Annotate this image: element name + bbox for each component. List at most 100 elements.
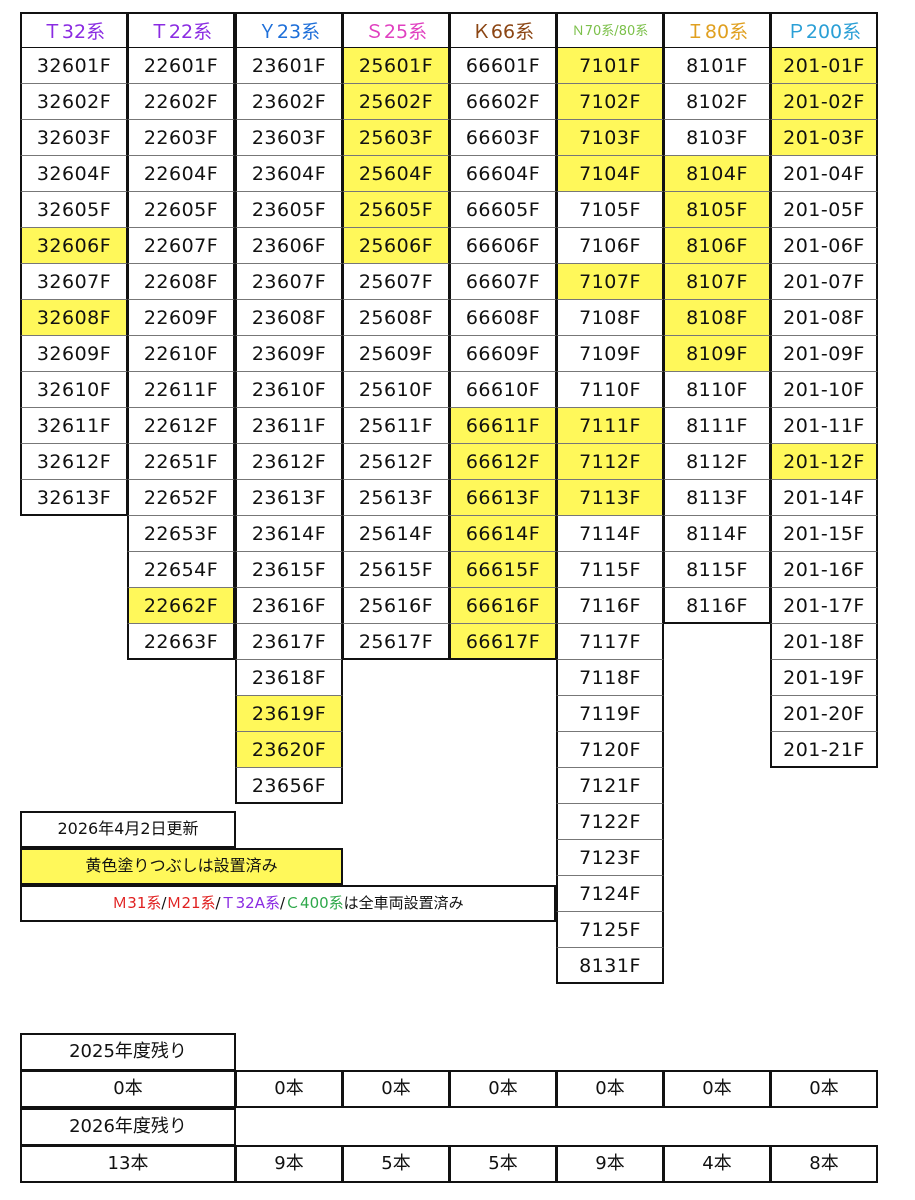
formation-cell: 66606F	[449, 228, 557, 264]
formation-cell: 23608F	[235, 300, 343, 336]
formation-cell: 8110F	[663, 372, 771, 408]
all-installed-segment: Ｍ31系	[112, 894, 162, 912]
remaining-count-cell: 0本	[235, 1070, 343, 1108]
formation-cell: 32607F	[20, 264, 128, 300]
formation-cell: 7124F	[556, 876, 664, 912]
remaining-count-cell: 0本	[556, 1070, 664, 1108]
formation-cell: 66608F	[449, 300, 557, 336]
series-header: Ｔ22系	[127, 12, 235, 48]
formation-cell: 8104F	[663, 156, 771, 192]
formation-cell: 8113F	[663, 480, 771, 516]
series-header: Ｐ200系	[770, 12, 878, 48]
all-installed-segment: /	[279, 894, 286, 912]
formation-cell: 66601F	[449, 48, 557, 84]
formation-cell: 22604F	[127, 156, 235, 192]
fy2025-label-text: 2025年度残り	[69, 1041, 187, 1062]
formation-cell: 32605F	[20, 192, 128, 228]
formation-cell: 25615F	[342, 552, 450, 588]
formation-cell: 22653F	[127, 516, 235, 552]
formation-cell: 23614F	[235, 516, 343, 552]
formation-cell: 8107F	[663, 264, 771, 300]
formation-cell: 25616F	[342, 588, 450, 624]
formation-cell: 25603F	[342, 120, 450, 156]
formation-cell: 23618F	[235, 660, 343, 696]
remaining-count-cell: 0本	[663, 1070, 771, 1108]
formation-cell: 22607F	[127, 228, 235, 264]
formation-cell: 66614F	[449, 516, 557, 552]
formation-cell: 201-12F	[770, 444, 878, 480]
formation-cell: 201-03F	[770, 120, 878, 156]
remaining-count-cell: 5本	[342, 1145, 450, 1183]
formation-cell: 22662F	[127, 588, 235, 624]
formation-cell: 7111F	[556, 408, 664, 444]
formation-cell: 32609F	[20, 336, 128, 372]
formation-cell: 66616F	[449, 588, 557, 624]
series-header: Ｋ66系	[449, 12, 557, 48]
updated-date-text: 2026年4月2日更新	[57, 819, 199, 838]
formation-cell: 23601F	[235, 48, 343, 84]
formation-cell: 25605F	[342, 192, 450, 228]
formation-cell: 22608F	[127, 264, 235, 300]
formation-cell: 23615F	[235, 552, 343, 588]
formation-cell: 23604F	[235, 156, 343, 192]
remaining-count-cell: 9本	[235, 1145, 343, 1183]
fy2026-label-text: 2026年度残り	[69, 1116, 187, 1137]
remaining-count-cell: 0本	[20, 1070, 236, 1108]
all-installed-segment: Ｃ400系	[285, 894, 344, 912]
formation-cell: 23619F	[235, 696, 343, 732]
remaining-count-cell: 5本	[449, 1145, 557, 1183]
formation-cell: 7113F	[556, 480, 664, 516]
fy2025-label: 2025年度残り	[20, 1033, 236, 1071]
formation-cell: 8116F	[663, 588, 771, 624]
formation-cell: 23610F	[235, 372, 343, 408]
formation-cell: 32612F	[20, 444, 128, 480]
formation-cell: 7116F	[556, 588, 664, 624]
remaining-count-cell: 0本	[342, 1070, 450, 1108]
formation-cell: 201-09F	[770, 336, 878, 372]
formation-cell: 201-19F	[770, 660, 878, 696]
formation-cell: 25610F	[342, 372, 450, 408]
formation-cell: 66602F	[449, 84, 557, 120]
formation-cell: 201-21F	[770, 732, 878, 768]
formation-cell: 7108F	[556, 300, 664, 336]
formation-cell: 32603F	[20, 120, 128, 156]
formation-cell: 201-14F	[770, 480, 878, 516]
formation-cell: 66603F	[449, 120, 557, 156]
formation-cell: 23611F	[235, 408, 343, 444]
formation-cell: 22654F	[127, 552, 235, 588]
formation-cell: 22612F	[127, 408, 235, 444]
formation-cell: 201-02F	[770, 84, 878, 120]
formation-cell: 8101F	[663, 48, 771, 84]
formation-cell: 201-18F	[770, 624, 878, 660]
formation-cell: 25604F	[342, 156, 450, 192]
formation-cell: 22611F	[127, 372, 235, 408]
formation-cell: 66607F	[449, 264, 557, 300]
formation-cell: 7110F	[556, 372, 664, 408]
formation-cell: 7117F	[556, 624, 664, 660]
all-installed-segment: Ｔ32A系	[220, 894, 280, 912]
formation-cell: 7107F	[556, 264, 664, 300]
formation-cell: 22651F	[127, 444, 235, 480]
formation-cell: 66612F	[449, 444, 557, 480]
formation-cell: 7103F	[556, 120, 664, 156]
formation-cell: 32604F	[20, 156, 128, 192]
formation-cell: 23605F	[235, 192, 343, 228]
formation-cell: 201-01F	[770, 48, 878, 84]
formation-cell: 8106F	[663, 228, 771, 264]
formation-cell: 201-08F	[770, 300, 878, 336]
series-header: Ｔ32系	[20, 12, 128, 48]
all-installed-note: Ｍ31系/Ｍ21系/Ｔ32A系/Ｃ400系は全車両設置済み	[20, 885, 556, 922]
formation-cell: 7125F	[556, 912, 664, 948]
formation-cell: 23620F	[235, 732, 343, 768]
formation-cell: 25614F	[342, 516, 450, 552]
series-header: Ｉ80系	[663, 12, 771, 48]
formation-cell: 8131F	[556, 948, 664, 984]
legend-text: 黄色塗りつぶしは設置済み	[85, 856, 278, 875]
formation-cell: 22605F	[127, 192, 235, 228]
formation-cell: 23606F	[235, 228, 343, 264]
legend-note: 黄色塗りつぶしは設置済み	[20, 848, 343, 885]
